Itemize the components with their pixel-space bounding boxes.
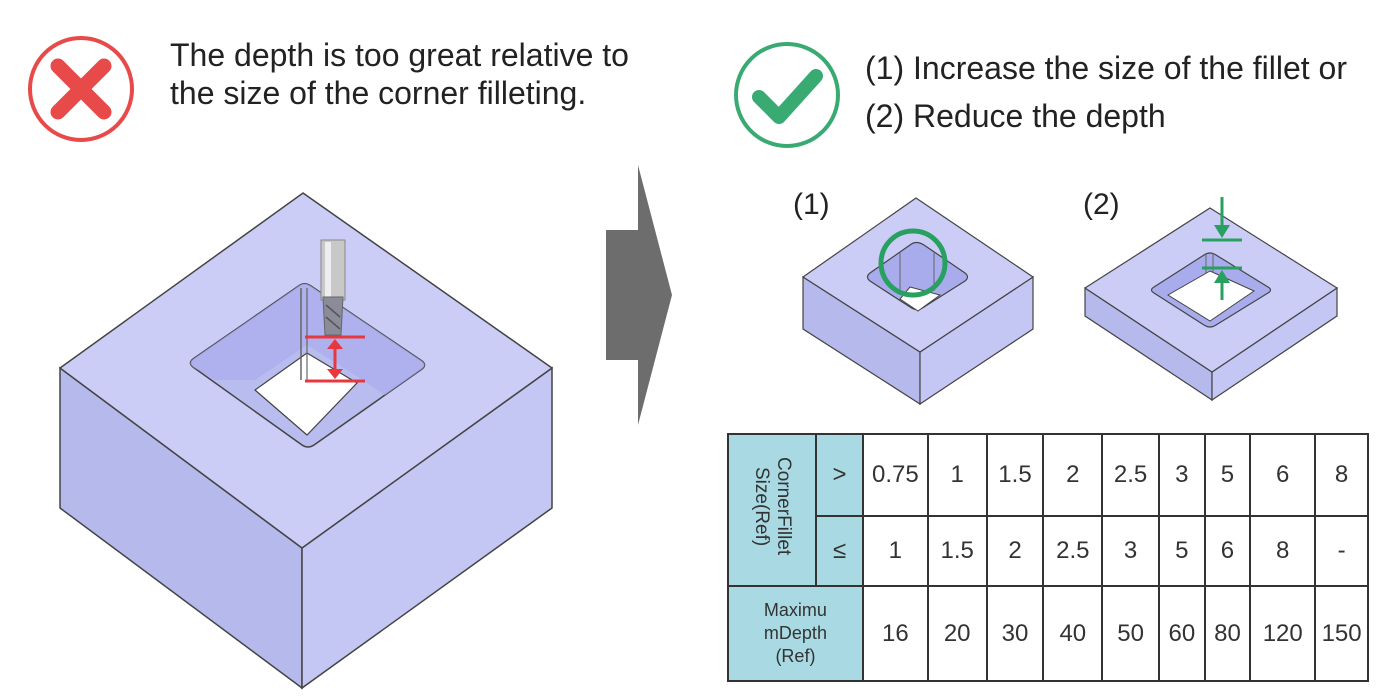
- deep-pocket-illustration: [58, 192, 554, 690]
- table-cell: 2: [985, 515, 1045, 587]
- table-cell: 50: [1101, 585, 1160, 682]
- bad-example-message: The depth is too great relative to the s…: [170, 37, 629, 111]
- table-cell: 1.5: [926, 515, 988, 587]
- table-cell: 6: [1249, 433, 1317, 517]
- panel-2-label: (2): [1083, 188, 1120, 221]
- option-reduce-depth: (2) Reduce the depth: [865, 98, 1166, 134]
- table-cell: 60: [1158, 585, 1206, 682]
- option-increase-fillet: (1) Increase the size of the fillet or: [865, 50, 1347, 86]
- greater-than-header: >: [815, 433, 864, 517]
- table-cell: 150: [1314, 585, 1369, 682]
- table-cell: 16: [861, 585, 929, 682]
- good-example-message: (1) Increase the size of the fillet or (…: [865, 44, 1400, 140]
- larger-fillet-illustration: [801, 197, 1035, 406]
- table-cell: 30: [985, 585, 1045, 682]
- table-cell: 1.5: [985, 433, 1045, 517]
- reduced-depth-illustration: [1083, 197, 1339, 402]
- cross-in-circle-icon: [28, 36, 134, 142]
- table-cell: 2: [1042, 433, 1104, 517]
- panel-1-label: (1): [793, 188, 830, 221]
- maximum-depth-header: Maximu mDepth (Ref): [727, 585, 864, 682]
- table-cell: 120: [1249, 585, 1317, 682]
- table-cell: 2.5: [1101, 433, 1160, 517]
- corner-fillet-size-header: CornerFillet Size(Ref): [726, 433, 818, 587]
- table-cell: 80: [1203, 585, 1252, 682]
- table-cell: 3: [1101, 515, 1160, 587]
- right-arrow-icon: [606, 165, 672, 425]
- table-cell: 0.75: [861, 433, 929, 517]
- table-cell: 6: [1203, 515, 1252, 587]
- table-cell: 8: [1249, 515, 1317, 587]
- max-depth-table: CornerFillet Size(Ref) > 0.75 1 1.5 2 2.…: [726, 433, 1369, 682]
- table-cell: -: [1314, 515, 1369, 587]
- less-equal-header: ≤: [815, 515, 864, 587]
- table-cell: 3: [1158, 433, 1206, 517]
- table-cell: 2.5: [1042, 515, 1104, 587]
- table-cell: 40: [1042, 585, 1104, 682]
- table-cell: 5: [1203, 433, 1252, 517]
- table-cell: 8: [1314, 433, 1369, 517]
- table-cell: 1: [861, 515, 929, 587]
- checkmark-in-circle-icon: [734, 42, 840, 148]
- table-cell: 5: [1158, 515, 1206, 587]
- table-cell: 1: [926, 433, 988, 517]
- table-cell: 20: [926, 585, 988, 682]
